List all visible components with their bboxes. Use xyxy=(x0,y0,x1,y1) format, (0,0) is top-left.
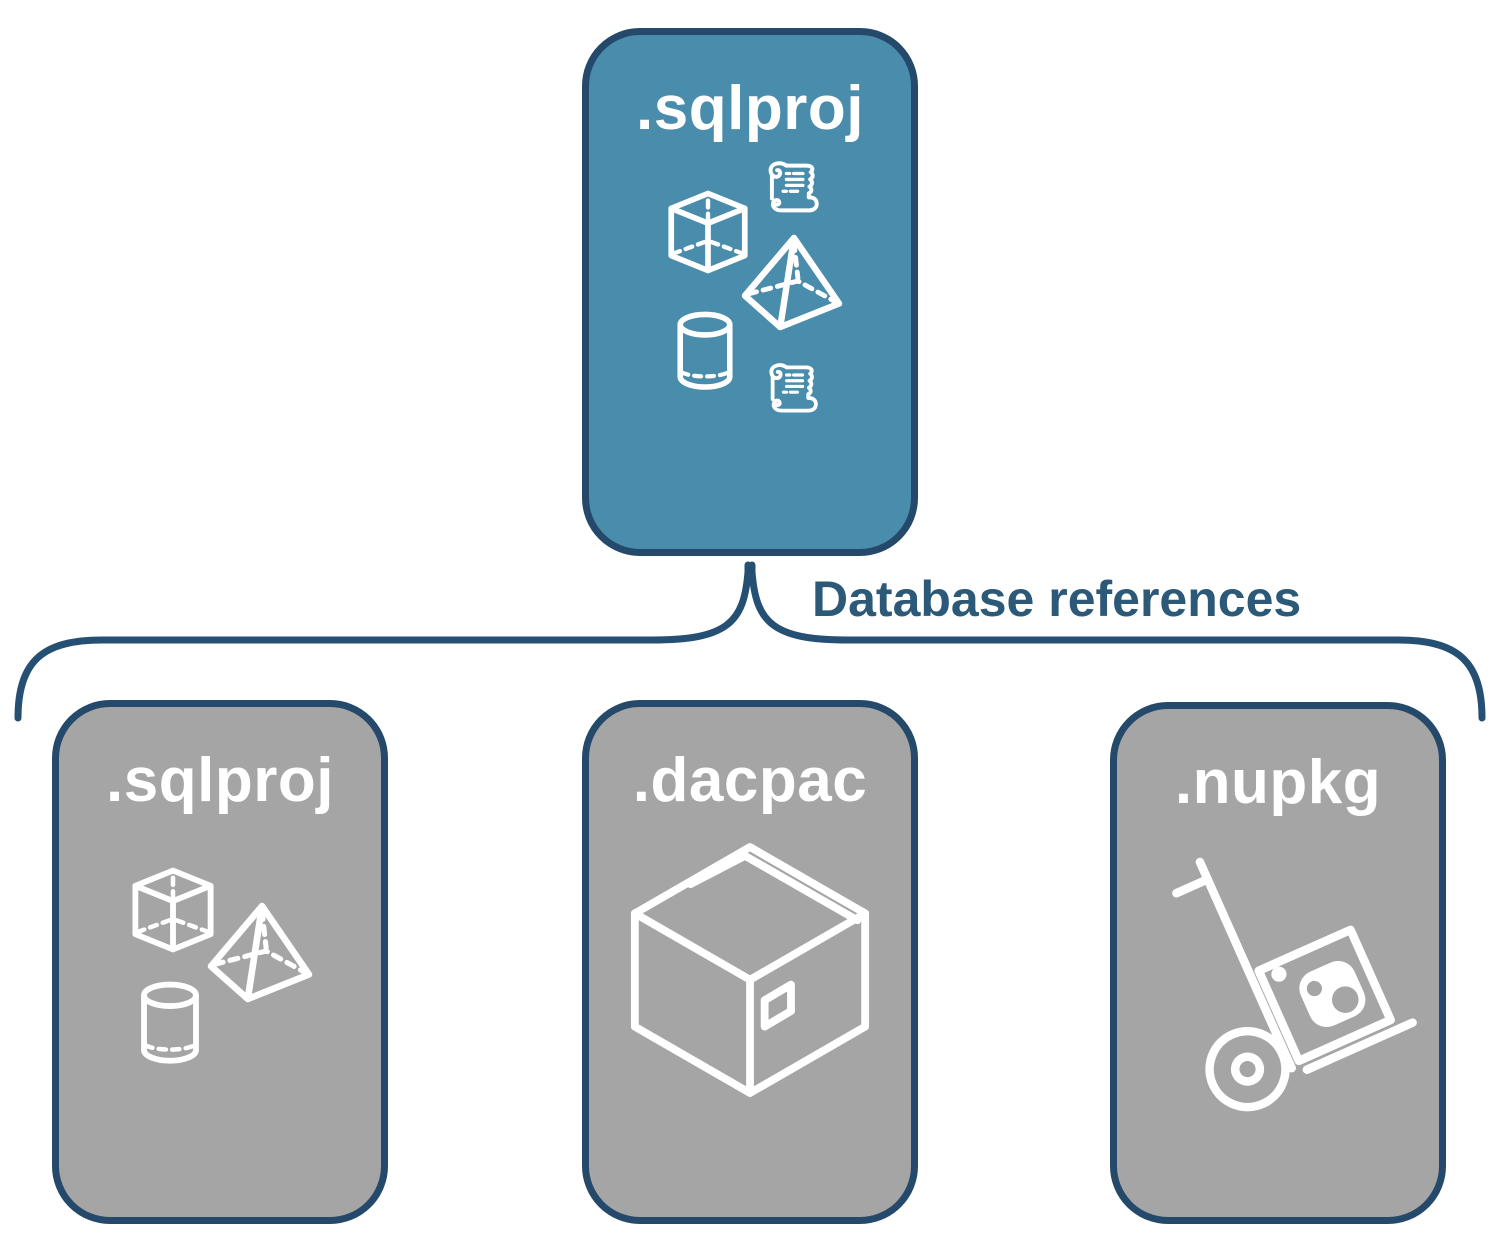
node-child-dacpac: .dacpac xyxy=(582,700,918,1224)
cube-icon xyxy=(668,190,748,274)
scroll-icon xyxy=(768,161,819,213)
cylinder-icon xyxy=(141,981,199,1064)
node-child-label: .nupkg xyxy=(1174,748,1382,817)
node-child-label: .dacpac xyxy=(632,746,868,815)
pyramid-icon xyxy=(741,234,843,331)
pyramid-icon xyxy=(207,902,313,1003)
package-box-icon xyxy=(630,843,870,1097)
brace-connector xyxy=(14,561,1486,722)
node-child-sqlproj: .sqlproj xyxy=(52,700,388,1224)
node-root-sqlproj: .sqlproj xyxy=(582,28,918,556)
node-child-nupkg: .nupkg xyxy=(1110,702,1446,1224)
scroll-icon xyxy=(769,363,818,413)
edge-label-database-references: Database references xyxy=(812,571,1302,627)
node-child-label: .sqlproj xyxy=(106,746,334,815)
node-root-label: .sqlproj xyxy=(636,74,864,143)
cube-icon xyxy=(132,867,214,953)
cylinder-icon xyxy=(677,311,733,390)
nuget-dolly-icon xyxy=(1172,857,1417,1112)
